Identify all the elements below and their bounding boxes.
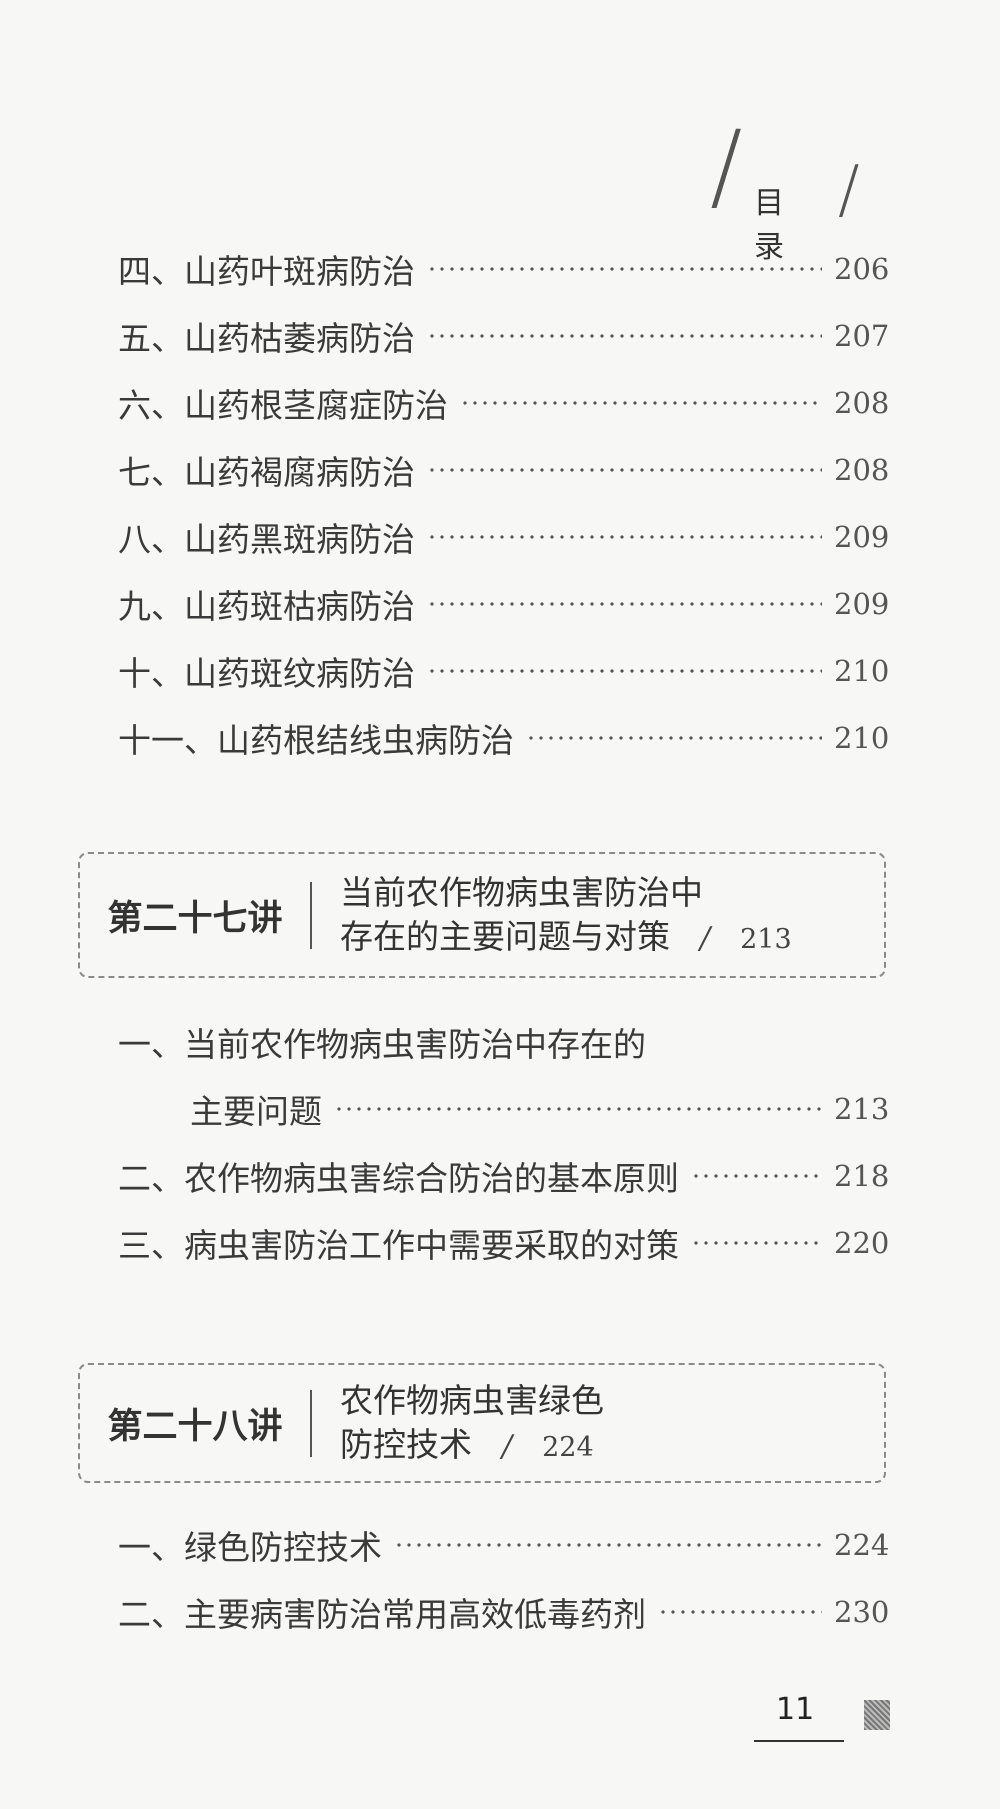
entry-label: 三、病虫害防治工作中需要采取的对策 — [118, 1226, 679, 1265]
entry-label: 十、山药斑纹病防治 — [118, 654, 415, 693]
leader-dots — [427, 468, 822, 472]
leader-dots — [460, 401, 822, 405]
chapter-title-line: 农作物病虫害绿色 — [340, 1381, 604, 1421]
toc-entry[interactable]: 二、主要病害防治常用高效低毒药剂 230 — [118, 1583, 890, 1641]
entry-label: 七、山药褐腐病防治 — [118, 453, 415, 492]
entry-page: 208 — [834, 453, 890, 487]
leader-dots — [334, 1107, 822, 1111]
footer-block-icon — [864, 1700, 890, 1730]
leader-dots — [526, 736, 822, 740]
chapter-number: 第二十八讲 — [80, 1389, 312, 1457]
leader-dots — [658, 1610, 822, 1614]
chapter-number: 第二十七讲 — [80, 881, 312, 949]
chapter-title-text: 防控技术 — [340, 1424, 472, 1464]
entry-page: 210 — [834, 721, 890, 755]
toc-entry[interactable]: 四、山药叶斑病防治 206 — [118, 240, 890, 298]
entry-page: 209 — [834, 587, 890, 621]
entry-label: 五、山药枯萎病防治 — [118, 319, 415, 358]
leader-dots — [427, 267, 822, 271]
leader-dots — [691, 1174, 822, 1178]
entry-page: 206 — [834, 252, 890, 286]
entry-label: 四、山药叶斑病防治 — [118, 252, 415, 291]
chapter-page: 213 — [740, 923, 792, 955]
entry-label: 八、山药黑斑病防治 — [118, 520, 415, 559]
toc-entry[interactable]: 一、绿色防控技术 224 — [118, 1516, 890, 1574]
chapter-page: 224 — [542, 1431, 594, 1463]
chapter-title: 农作物病虫害绿色 防控技术 / 224 — [312, 1379, 604, 1466]
chapter-title-text: 存在的主要问题与对策 — [340, 916, 670, 956]
toc-header: / 目 录 / — [710, 110, 890, 265]
leader-dots — [427, 669, 822, 673]
chapter-box[interactable]: 第二十七讲 当前农作物病虫害防治中 存在的主要问题与对策 / 213 — [78, 852, 886, 978]
chapter-box[interactable]: 第二十八讲 农作物病虫害绿色 防控技术 / 224 — [78, 1363, 886, 1483]
page-number: 11 — [776, 1692, 815, 1727]
toc-entry[interactable]: 二、农作物病虫害综合防治的基本原则 218 — [118, 1147, 890, 1205]
entry-label: 一、当前农作物病虫害防治中存在的 — [118, 1025, 646, 1064]
toc-entry[interactable]: 三、病虫害防治工作中需要采取的对策 220 — [118, 1214, 890, 1272]
leader-dots — [691, 1241, 822, 1245]
entry-label: 六、山药根茎腐症防治 — [118, 386, 448, 425]
toc-entry[interactable]: 九、山药斑枯病防治 209 — [118, 575, 890, 633]
chapter-separator: / — [700, 920, 711, 956]
chapter-separator: / — [502, 1428, 513, 1464]
header-slash-right: / — [838, 153, 860, 227]
chapter-title-line: 当前农作物病虫害防治中 — [340, 873, 703, 913]
entry-label: 十一、山药根结线虫病防治 — [118, 721, 514, 760]
leader-dots — [427, 334, 822, 338]
entry-label: 二、农作物病虫害综合防治的基本原则 — [118, 1159, 679, 1198]
chapter-title: 当前农作物病虫害防治中 存在的主要问题与对策 / 213 — [312, 871, 792, 958]
toc-entry[interactable]: 十一、山药根结线虫病防治 210 — [118, 709, 890, 767]
chapter-title-line: 存在的主要问题与对策 / 213 — [340, 915, 792, 959]
entry-label: 九、山药斑枯病防治 — [118, 587, 415, 626]
toc-entry[interactable]: 一、当前农作物病虫害防治中存在的 — [118, 1013, 888, 1071]
footer-rule — [754, 1740, 844, 1742]
entry-label: 一、绿色防控技术 — [118, 1528, 382, 1567]
toc-entry[interactable]: 六、山药根茎腐症防治 208 — [118, 374, 890, 432]
entry-page: 230 — [834, 1595, 890, 1629]
toc-entry[interactable]: 五、山药枯萎病防治 207 — [118, 307, 890, 365]
entry-page: 224 — [834, 1528, 890, 1562]
entry-page: 208 — [834, 386, 890, 420]
entry-page: 220 — [834, 1226, 890, 1260]
page-title: 目 录 — [754, 186, 810, 265]
toc-entry[interactable]: 十、山药斑纹病防治 210 — [118, 642, 890, 700]
entry-page: 209 — [834, 520, 890, 554]
leader-dots — [394, 1543, 822, 1547]
header-slash-left: / — [710, 110, 743, 222]
toc-entry[interactable]: 主要问题 213 — [190, 1080, 890, 1138]
entry-page: 210 — [834, 654, 890, 688]
entry-label: 主要问题 — [190, 1092, 322, 1131]
chapter-title-line: 防控技术 / 224 — [340, 1423, 604, 1467]
entry-page: 213 — [834, 1092, 890, 1126]
leader-dots — [427, 535, 822, 539]
entry-label: 二、主要病害防治常用高效低毒药剂 — [118, 1595, 646, 1634]
toc-entry[interactable]: 八、山药黑斑病防治 209 — [118, 508, 890, 566]
toc-entry[interactable]: 七、山药褐腐病防治 208 — [118, 441, 890, 499]
entry-page: 218 — [834, 1159, 890, 1193]
entry-page: 207 — [834, 319, 890, 353]
leader-dots — [427, 602, 822, 606]
